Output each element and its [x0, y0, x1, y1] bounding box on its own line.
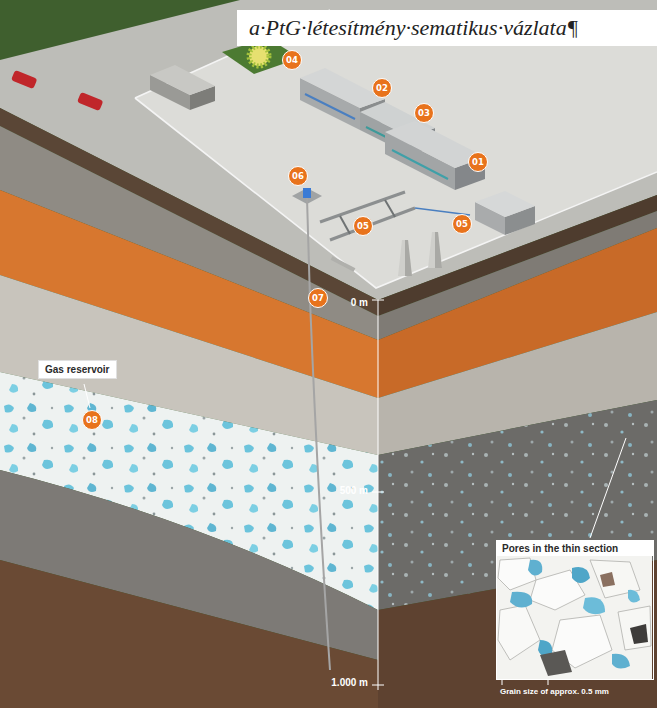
callout-number: 04 [282, 50, 302, 70]
callout-number: 05 [452, 214, 472, 234]
callout-number: 01 [468, 152, 488, 172]
depth-tick [372, 685, 384, 686]
sunburst-symbol [249, 46, 269, 66]
tower [435, 232, 442, 268]
pipe-rack [385, 200, 395, 217]
callout-number: 07 [308, 288, 328, 308]
scale-label: Grain size of approx. 0.5 mm [500, 687, 609, 696]
blue-detail [305, 94, 355, 119]
grain [618, 606, 651, 650]
diagram-title: a·PtG·létesítmény·sematikus·vázlata¶ [237, 15, 578, 41]
depth-tick [372, 492, 384, 493]
pore [628, 590, 640, 603]
pipe-rack [340, 216, 350, 234]
callout-number: 08 [82, 410, 102, 430]
dark-grain [540, 650, 572, 676]
bench [331, 256, 356, 272]
grain [498, 605, 540, 660]
gas-reservoir-layer [378, 400, 657, 610]
callout-number: 05 [353, 216, 373, 236]
tower [398, 240, 412, 276]
tower [428, 232, 442, 268]
depth-tick [372, 300, 384, 301]
well-head [303, 188, 311, 198]
label-box: Gas reservoir [38, 360, 117, 379]
callout-number: 06 [288, 166, 308, 186]
car [11, 70, 37, 89]
tower [405, 240, 412, 276]
depth-label: 500 m [340, 485, 368, 496]
pore [572, 567, 590, 583]
pore [510, 592, 532, 608]
well-bore [307, 198, 330, 670]
car [77, 92, 103, 111]
storage-box [475, 191, 535, 217]
depth-scale [378, 300, 379, 690]
callout-number: 02 [372, 78, 392, 98]
leader-line [590, 438, 626, 538]
pipe-rack [330, 208, 415, 240]
title-box: a·PtG·létesítmény·sematikus·vázlata¶ [237, 10, 657, 46]
building [150, 65, 215, 95]
thin-section [496, 556, 652, 679]
depth-label: 0 m [351, 297, 368, 308]
callout-number: 03 [414, 103, 434, 123]
brown-layer [0, 560, 378, 708]
inset-panel: Pores in the thin section [496, 540, 654, 680]
pore [612, 654, 630, 669]
leader-line [84, 384, 90, 408]
teal-detail [392, 150, 448, 179]
node-text: Pores in the thin section [497, 541, 653, 556]
node-text: Gas reservoir [45, 364, 110, 375]
pore [528, 560, 542, 576]
pore [583, 597, 605, 614]
depth-label: 1.000 m [331, 677, 368, 688]
dark-grain [630, 624, 648, 644]
dark-grain [600, 572, 615, 587]
